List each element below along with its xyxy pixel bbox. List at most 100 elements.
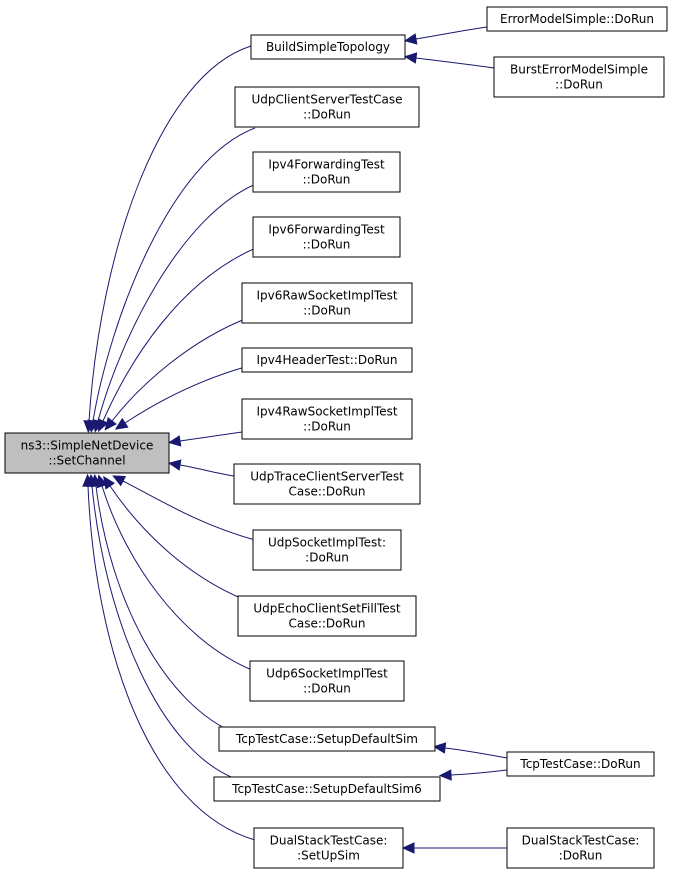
node-tcpsetup[interactable]: TcpTestCase::SetupDefaultSim [218, 726, 436, 752]
arrowhead-dualsetup-to-root [82, 473, 94, 487]
node-label-dualdorun-0: DualStackTestCase: [522, 834, 640, 848]
node-box-dualsetup[interactable] [253, 827, 404, 869]
node-dualdorun[interactable]: DualStackTestCase::DoRun [506, 827, 655, 869]
edge-ipv4hdr-to-root [124, 366, 246, 424]
node-ipv6raw[interactable]: Ipv6RawSocketImplTest::DoRun [241, 282, 413, 324]
node-ipv4hdr[interactable]: Ipv4HeaderTest::DoRun [241, 347, 413, 373]
node-label-ipv4raw-0: Ipv4RawSocketImplTest [256, 405, 397, 419]
arrowhead-errmodel-to-build [403, 33, 418, 45]
node-ipv4fwd[interactable]: Ipv4ForwardingTest::DoRun [252, 151, 401, 193]
node-label-ipv4hdr-0: Ipv4HeaderTest::DoRun [257, 353, 398, 367]
node-root[interactable]: ns3::SimpleNetDevice::SetChannel [4, 432, 170, 474]
node-box-build[interactable] [250, 34, 406, 60]
edge-ipv6fwd-to-root [102, 246, 259, 422]
node-box-bursterr[interactable] [493, 56, 665, 98]
edge-build-to-root [88, 45, 252, 422]
node-label-udp6sock-1: ::DoRun [303, 682, 351, 696]
node-box-ipv4hdr[interactable] [241, 347, 413, 373]
node-label-ipv6fwd-0: Ipv6ForwardingTest [268, 223, 385, 237]
node-udpsock[interactable]: UdpSocketImplTest::DoRun [252, 529, 402, 571]
arrowhead-dualdorun-to-dualsetup [401, 842, 415, 854]
arrowhead-ipv4hdr-to-root [114, 417, 129, 430]
node-label-bursterr-1: ::DoRun [555, 78, 603, 92]
node-label-bursterr-0: BurstErrorModelSimple [510, 63, 648, 77]
node-label-errmodel-0: ErrorModelSimple::DoRun [500, 12, 654, 26]
node-box-dualdorun[interactable] [506, 827, 655, 869]
node-label-ipv4fwd-0: Ipv4ForwardingTest [268, 158, 385, 172]
node-label-udptrace-1: Case::DoRun [288, 485, 365, 499]
node-ipv4raw[interactable]: Ipv4RawSocketImplTest::DoRun [241, 398, 413, 440]
node-label-tcpdorun-0: TcpTestCase::DoRun [519, 757, 640, 771]
node-box-tcpsetup6[interactable] [213, 776, 441, 802]
arrowhead-udpsock-to-root [112, 475, 127, 487]
node-label-udpecho-0: UdpEchoClientSetFillTest [253, 602, 401, 616]
node-box-tcpsetup[interactable] [218, 726, 436, 752]
node-box-errmodel[interactable] [486, 6, 668, 32]
node-box-udpsock[interactable] [252, 529, 402, 571]
edge-udp6sock-to-root [101, 485, 253, 671]
edge-tcpdorun-to-tcpsetup [444, 747, 508, 759]
edge-tcpsetup6-to-root [91, 485, 237, 780]
node-label-udpsock-1: :DoRun [305, 551, 349, 565]
node-ipv6fwd[interactable]: Ipv6ForwardingTest::DoRun [252, 216, 401, 258]
node-box-root[interactable] [4, 432, 170, 474]
node-errmodel[interactable]: ErrorModelSimple::DoRun [486, 6, 668, 32]
node-udpcs[interactable]: UdpClientServerTestCase::DoRun [234, 86, 420, 128]
node-label-tcpsetup-0: TcpTestCase::SetupDefaultSim [235, 732, 418, 746]
node-box-ipv6fwd[interactable] [252, 216, 401, 258]
node-dualsetup[interactable]: DualStackTestCase::SetUpSim [253, 827, 404, 869]
node-label-udptrace-0: UdpTraceClientServerTest [250, 470, 404, 484]
node-udp6sock[interactable]: Udp6SocketImplTest::DoRun [249, 660, 405, 702]
node-label-udpecho-1: Case::DoRun [288, 617, 365, 631]
edge-ipv6raw-to-root [111, 316, 251, 422]
node-label-dualdorun-1: :DoRun [559, 849, 603, 863]
node-tcpsetup6[interactable]: TcpTestCase::SetupDefaultSim6 [213, 776, 441, 802]
edge-errmodel-to-build [415, 26, 488, 40]
edge-bursterr-to-build [415, 57, 495, 69]
node-label-build-0: BuildSimpleTopology [266, 40, 390, 54]
edge-tcpsetup-to-root [95, 485, 238, 735]
edge-tcpdorun-to-tcpsetup6 [450, 769, 508, 776]
node-bursterr[interactable]: BurstErrorModelSimple::DoRun [493, 56, 665, 98]
node-box-ipv4raw[interactable] [241, 398, 413, 440]
arrowhead-bursterr-to-build [403, 52, 418, 64]
node-box-ipv6raw[interactable] [241, 282, 413, 324]
arrowhead-tcpdorun-to-tcpsetup [432, 742, 447, 754]
node-label-dualsetup-0: DualStackTestCase: [270, 834, 388, 848]
edge-layer [82, 26, 508, 854]
node-label-ipv6raw-0: Ipv6RawSocketImplTest [256, 289, 397, 303]
node-label-udpsock-0: UdpSocketImplTest: [268, 536, 386, 550]
arrowhead-ipv6raw-to-root [104, 417, 117, 431]
edge-udpcs-to-root [92, 127, 256, 422]
edge-dualsetup-to-root [87, 485, 256, 841]
edge-udptrace-to-root [179, 464, 235, 477]
node-box-udptrace[interactable] [233, 463, 421, 505]
node-label-udpcs-0: UdpClientServerTestCase [251, 93, 402, 107]
node-box-udpecho[interactable] [237, 595, 417, 637]
node-layer: ns3::SimpleNetDevice::SetChannel BuildSim… [4, 6, 668, 869]
node-box-tcpdorun[interactable] [506, 751, 655, 777]
node-label-root-0: ns3::SimpleNetDevice [21, 439, 154, 453]
arrowhead-udptrace-to-root [167, 459, 182, 471]
node-tcpdorun[interactable]: TcpTestCase::DoRun [506, 751, 655, 777]
edge-ipv4fwd-to-root [97, 182, 259, 422]
node-box-udpcs[interactable] [234, 86, 420, 128]
arrowhead-ipv4raw-to-root [167, 435, 182, 447]
node-box-ipv4fwd[interactable] [252, 151, 401, 193]
node-label-tcpsetup6-0: TcpTestCase::SetupDefaultSim6 [231, 782, 422, 796]
node-label-udp6sock-0: Udp6SocketImplTest [266, 667, 388, 681]
node-label-dualsetup-1: :SetUpSim [297, 849, 360, 863]
edge-udpecho-to-root [109, 485, 246, 601]
node-label-udpcs-1: ::DoRun [303, 108, 351, 122]
edge-ipv4raw-to-root [179, 431, 243, 442]
node-label-ipv4raw-1: ::DoRun [303, 420, 351, 434]
edge-udpsock-to-root [122, 480, 256, 541]
node-build[interactable]: BuildSimpleTopology [250, 34, 406, 60]
node-label-ipv6fwd-1: ::DoRun [303, 238, 351, 252]
node-label-root-1: ::SetChannel [48, 454, 125, 468]
node-label-ipv6raw-1: ::DoRun [303, 304, 351, 318]
node-box-udp6sock[interactable] [249, 660, 405, 702]
